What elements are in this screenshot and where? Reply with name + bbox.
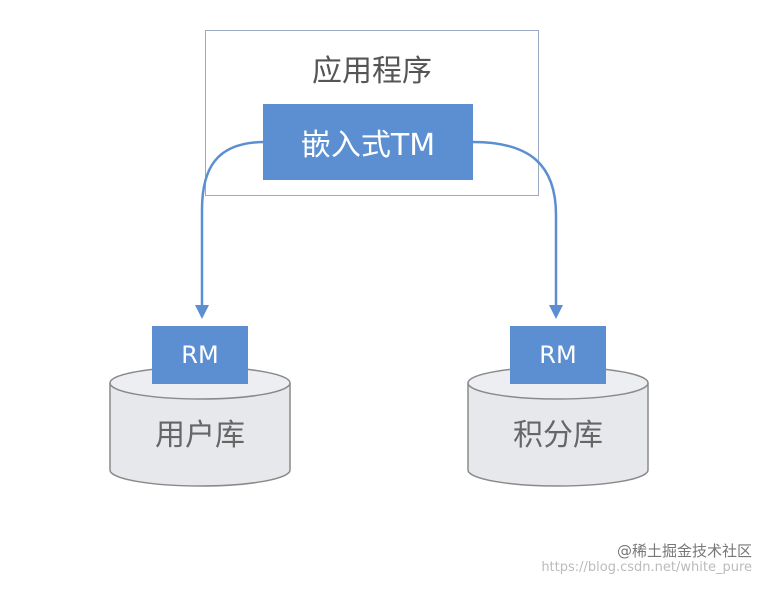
watermark-brand: @稀土掘金技术社区 [616, 542, 752, 561]
points-db-label: 积分库 [513, 418, 603, 453]
user-db-label: 用户库 [155, 418, 245, 453]
watermark-url: https://blog.csdn.net/white_pure [541, 560, 752, 576]
user-db-rm-box: RM [152, 326, 248, 384]
arrow-to-user-db [195, 140, 266, 319]
arrow-to-points-db [472, 140, 563, 319]
points-db-rm-box: RM [510, 326, 606, 384]
application-title: 应用程序 [312, 54, 432, 89]
watermark: @稀土掘金技术社区 https://blog.csdn.net/white_pu… [541, 542, 752, 576]
embedded-tm-box: 嵌入式TM [263, 104, 473, 180]
